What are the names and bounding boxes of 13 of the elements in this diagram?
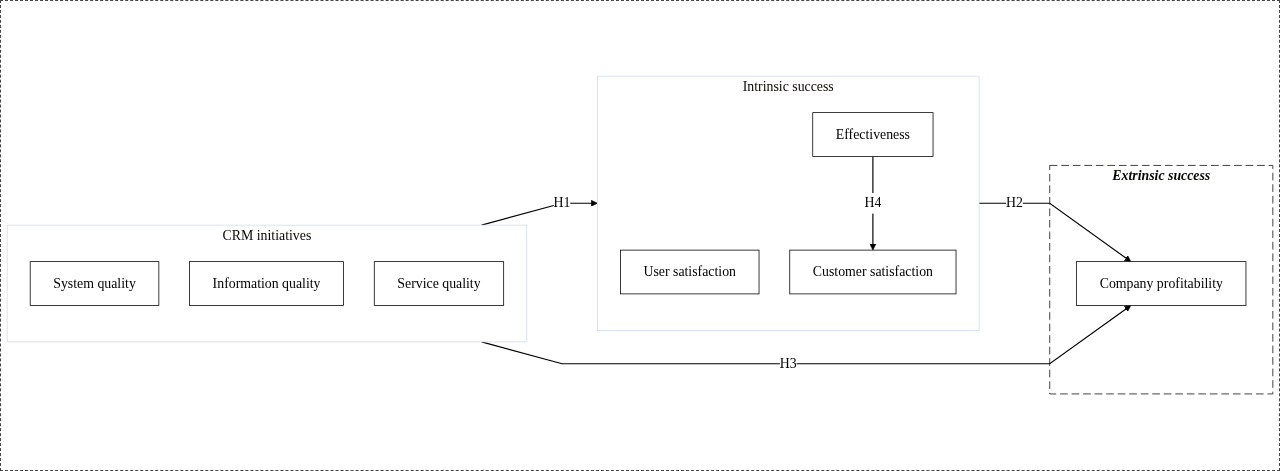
edge-label: H4 <box>864 195 882 212</box>
node-box: Customer satisfaction <box>789 250 957 295</box>
node-box: System quality <box>29 261 160 307</box>
node-box: Effectiveness <box>812 112 934 158</box>
node-box: Information quality <box>189 261 344 307</box>
edge-label: H2 <box>1005 195 1023 212</box>
node-box: Service quality <box>373 261 505 307</box>
arrow <box>481 200 598 227</box>
node-box: Company profitability <box>1076 261 1247 307</box>
edge-label: H3 <box>779 356 797 372</box>
arrow <box>978 203 1132 263</box>
node-box: User satisfaction <box>620 250 760 295</box>
edge-label: H1 <box>553 195 571 212</box>
